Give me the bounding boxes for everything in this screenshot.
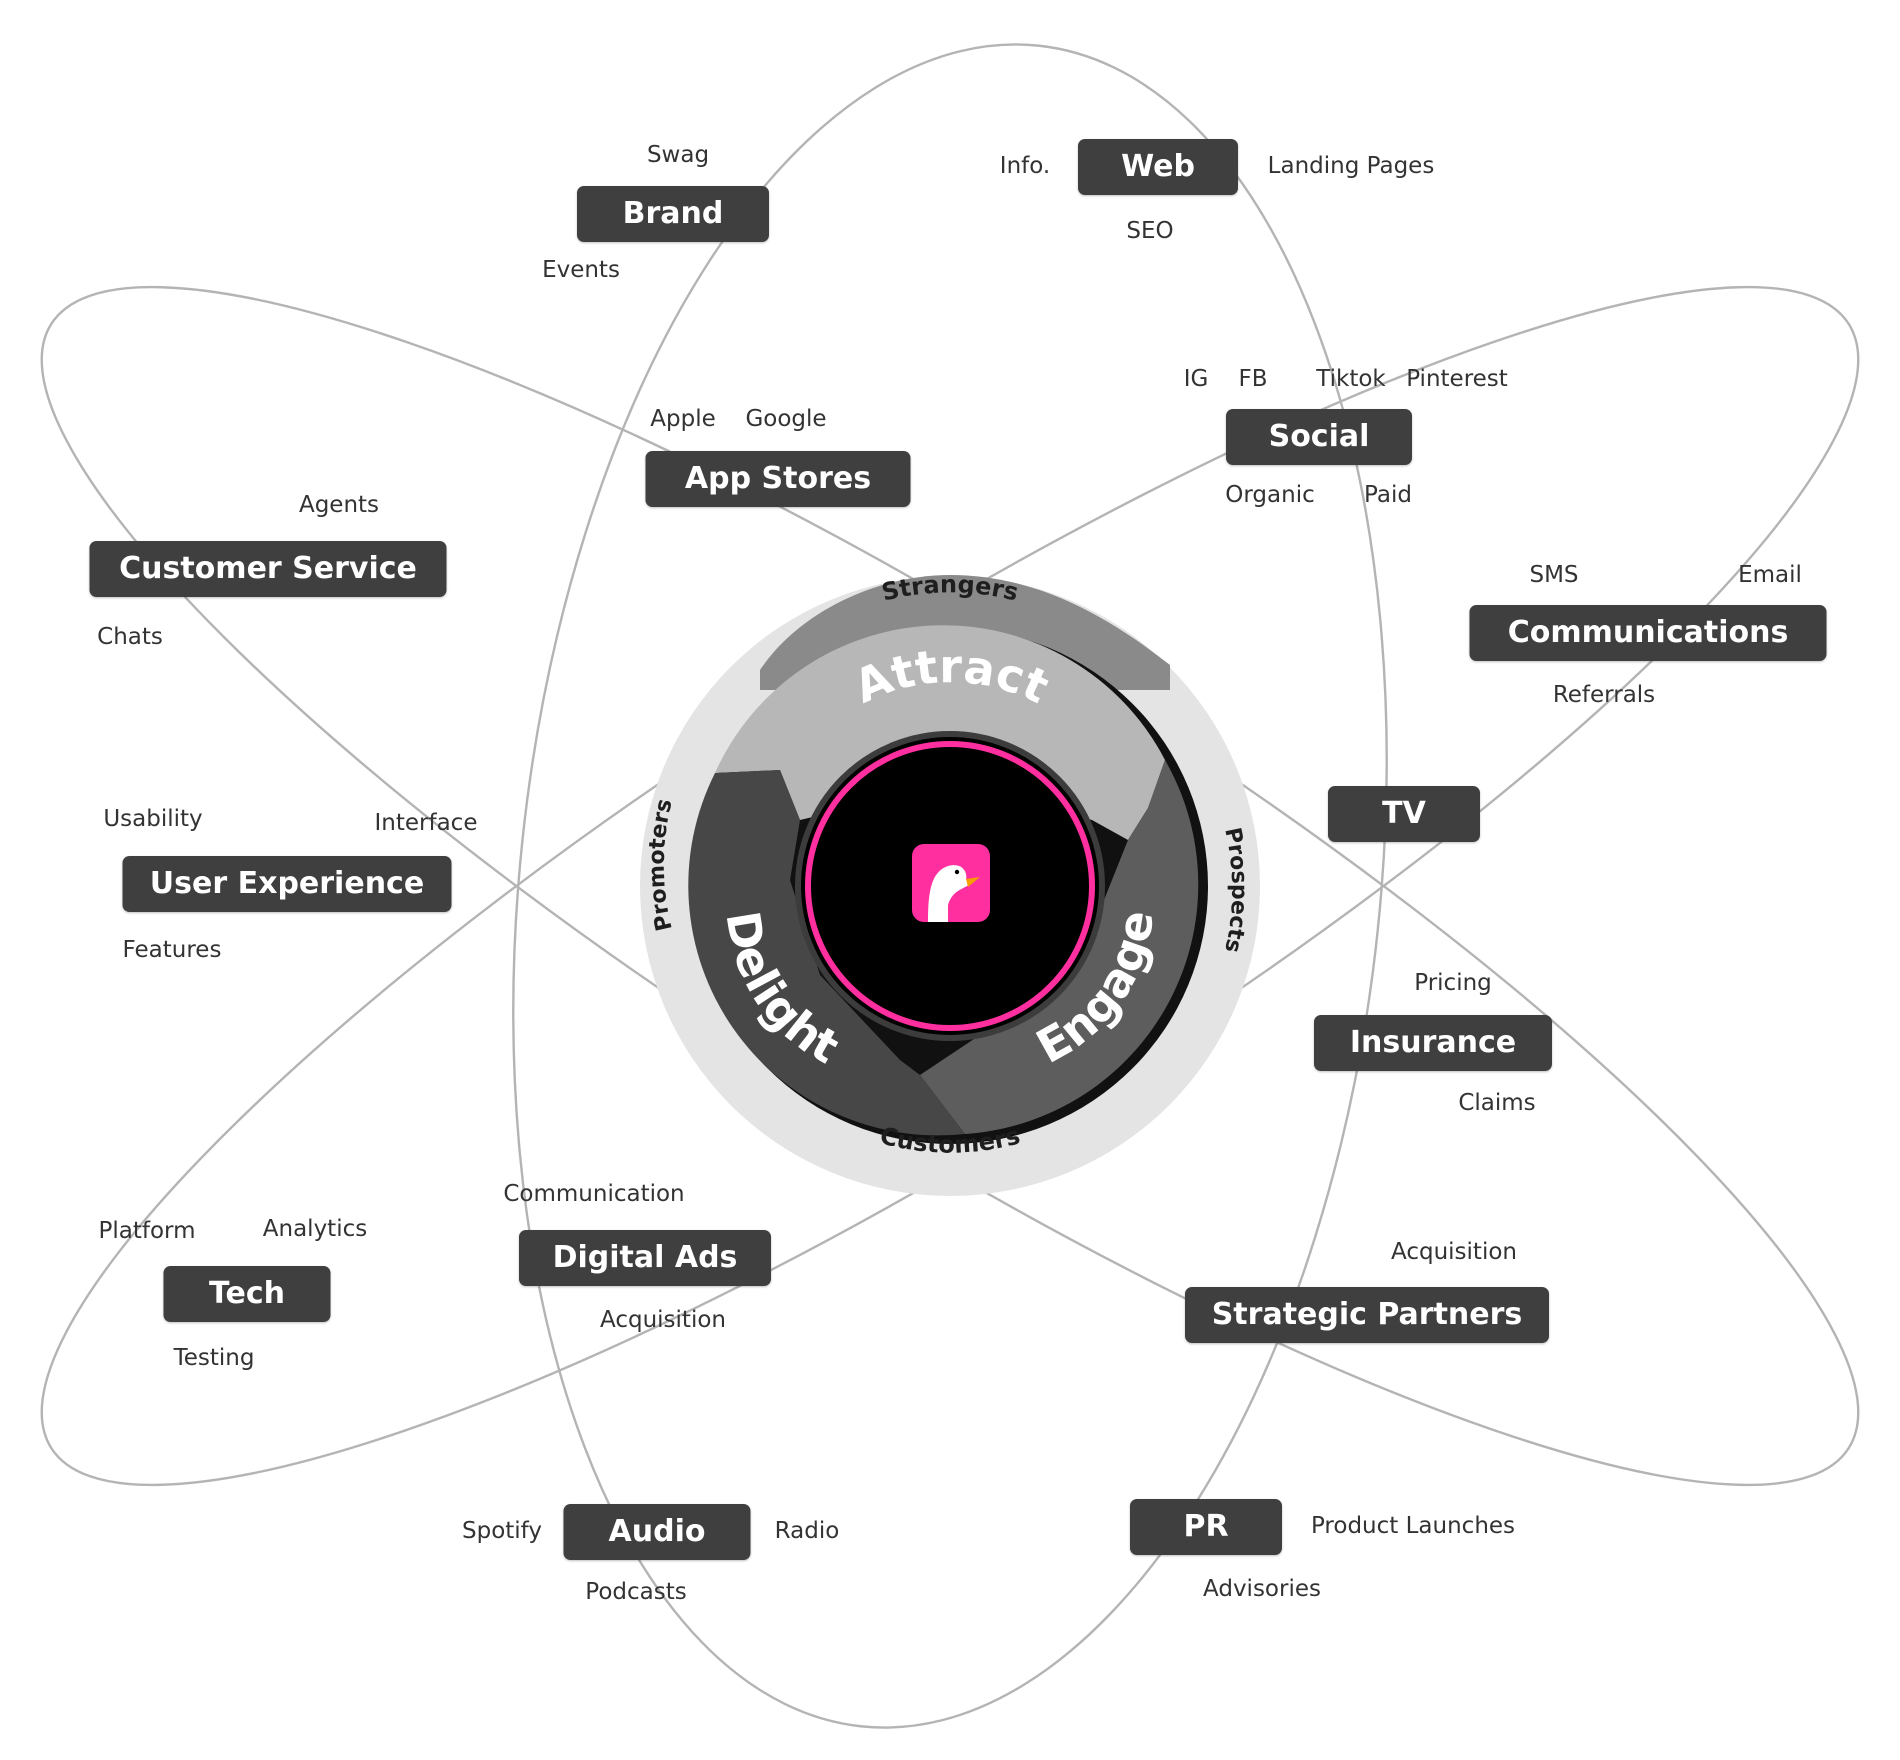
tag-communication: Communication — [503, 1181, 685, 1207]
channel-app-stores: App Stores — [645, 451, 911, 507]
tag-features: Features — [122, 937, 222, 963]
channel-pr: PR — [1130, 1499, 1282, 1555]
flywheel-hub: Strangers Prospects Customers Promoters … — [640, 570, 1260, 1196]
tag-advisories: Advisories — [1203, 1576, 1321, 1602]
channel-tv: TV — [1328, 786, 1480, 842]
tag-pricing: Pricing — [1414, 970, 1492, 996]
tag-tiktok: Tiktok — [1316, 366, 1386, 392]
tag-podcasts: Podcasts — [585, 1579, 687, 1605]
tag-fb: FB — [1238, 366, 1268, 392]
channel-web: Web — [1078, 139, 1238, 195]
channel-audio: Audio — [563, 1504, 751, 1560]
tag-paid: Paid — [1364, 482, 1412, 508]
tag-acquisition-ads: Acquisition — [600, 1307, 726, 1333]
tag-testing: Testing — [173, 1345, 255, 1371]
tag-landing-pages: Landing Pages — [1267, 153, 1435, 179]
tag-analytics: Analytics — [262, 1216, 368, 1242]
orbit-ellipse-3 — [512, 43, 1388, 1729]
channel-digital-ads: Digital Ads — [519, 1230, 771, 1286]
engage-segment — [920, 760, 1199, 1134]
tag-google: Google — [745, 406, 827, 432]
tag-interface: Interface — [374, 810, 478, 836]
tag-agents: Agents — [298, 492, 380, 518]
channel-strategic-partners: Strategic Partners — [1185, 1287, 1549, 1343]
tag-chats: Chats — [97, 624, 163, 650]
tag-apple: Apple — [650, 406, 716, 432]
tag-events: Events — [542, 257, 620, 283]
tag-acquisition-partners: Acquisition — [1391, 1239, 1517, 1265]
channel-brand: Brand — [577, 186, 769, 242]
tag-info: Info. — [999, 153, 1051, 179]
tag-organic: Organic — [1225, 482, 1315, 508]
tag-ig: IG — [1183, 366, 1209, 392]
channel-customer-service: Customer Service — [89, 541, 447, 597]
tag-email: Email — [1738, 562, 1802, 588]
tag-spotify: Spotify — [462, 1518, 542, 1544]
tag-product-launches: Product Launches — [1310, 1513, 1516, 1539]
channel-social: Social — [1226, 409, 1412, 465]
tag-platform: Platform — [98, 1218, 196, 1244]
channel-user-experience: User Experience — [122, 856, 452, 912]
tag-claims: Claims — [1458, 1090, 1536, 1116]
goose-icon — [912, 844, 990, 922]
channel-insurance: Insurance — [1314, 1015, 1552, 1071]
tag-radio: Radio — [774, 1518, 840, 1544]
delight-segment — [688, 770, 965, 1136]
tag-referrals: Referrals — [1552, 682, 1656, 708]
tag-usability: Usability — [103, 806, 203, 832]
hub-pink-ring — [805, 741, 1095, 1031]
channel-communications: Communications — [1469, 605, 1827, 661]
tag-sms: SMS — [1529, 562, 1579, 588]
channel-tech: Tech — [163, 1266, 331, 1322]
tag-seo: SEO — [1126, 218, 1174, 244]
tag-pinterest: Pinterest — [1406, 366, 1508, 392]
tag-swag: Swag — [646, 142, 710, 168]
